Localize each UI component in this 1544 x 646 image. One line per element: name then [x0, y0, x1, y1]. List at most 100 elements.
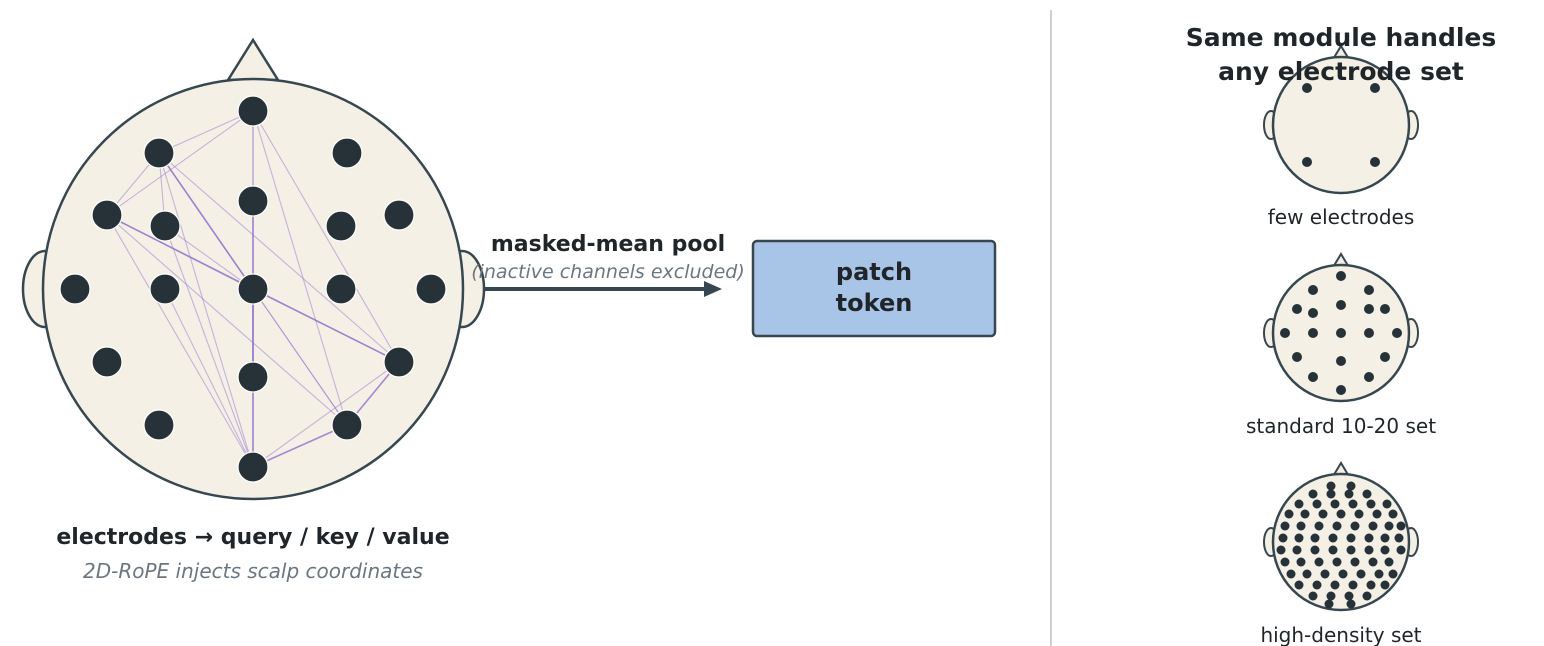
electrode	[1328, 545, 1338, 555]
electrode	[1354, 509, 1364, 519]
electrode	[1374, 569, 1384, 579]
electrode	[331, 137, 363, 169]
scalp	[1271, 472, 1411, 612]
electrode	[1346, 533, 1356, 543]
electrode	[1332, 521, 1342, 531]
electrode	[1312, 580, 1322, 590]
electrode	[383, 346, 415, 378]
electrode	[1384, 521, 1394, 531]
connection-line	[106, 214, 254, 468]
electrode	[1302, 157, 1312, 167]
electrode	[1314, 557, 1324, 567]
electrode	[1308, 285, 1318, 295]
connection-line	[164, 288, 254, 468]
electrode	[1372, 509, 1382, 519]
pool-arrow	[484, 281, 722, 297]
electrode	[1292, 352, 1302, 362]
electrode	[1356, 569, 1366, 579]
electrode	[1380, 545, 1390, 555]
electrode-group	[59, 95, 447, 483]
electrode	[237, 361, 269, 393]
electrode	[1362, 591, 1372, 601]
electrode	[149, 273, 181, 305]
main-head	[21, 37, 486, 501]
electrode	[1286, 569, 1296, 579]
electrode	[1344, 489, 1354, 499]
electrode	[1370, 157, 1380, 167]
electrode	[1308, 591, 1318, 601]
electrode	[91, 346, 123, 378]
electrode	[1370, 83, 1380, 93]
connection-line	[252, 361, 400, 468]
electrode	[1308, 308, 1318, 318]
electrode	[1296, 521, 1306, 531]
arrow-label-sub: (inactive channels excluded)	[471, 261, 745, 283]
electrode	[237, 95, 269, 127]
electrode	[1348, 499, 1358, 509]
electrode	[1330, 580, 1340, 590]
electrode	[1368, 521, 1378, 531]
electrode	[1332, 557, 1342, 567]
electrode	[1396, 545, 1406, 555]
electrode	[1310, 533, 1320, 543]
electrode	[1308, 328, 1318, 338]
electrode	[1278, 533, 1288, 543]
electrode	[1314, 521, 1324, 531]
electrode	[1382, 499, 1392, 509]
head-standard-10-20	[1263, 252, 1419, 403]
electrode	[1336, 356, 1346, 366]
left-caption-main: electrodes → query / key / value	[56, 525, 449, 550]
electrode	[1388, 509, 1398, 519]
electrode	[1380, 533, 1390, 543]
electrode	[1300, 509, 1310, 519]
head-few-electrodes	[1263, 44, 1419, 195]
electrode	[1292, 545, 1302, 555]
head-label-standard: standard 10-20 set	[1246, 414, 1436, 438]
electrode	[1324, 599, 1334, 609]
electrode	[1328, 533, 1338, 543]
electrode	[331, 409, 363, 441]
electrode	[1326, 489, 1336, 499]
electrode	[1284, 509, 1294, 519]
electrode	[237, 185, 269, 217]
connection-line	[164, 225, 254, 290]
patch-token-box	[751, 239, 997, 338]
electrode	[1380, 304, 1390, 314]
right-title-line1: Same module handles	[1186, 23, 1497, 52]
electrode	[1380, 580, 1390, 590]
electrode	[1364, 328, 1374, 338]
connection-line	[164, 225, 254, 468]
electrode	[237, 451, 269, 483]
electrode	[1336, 271, 1346, 281]
electrode	[1320, 569, 1330, 579]
electrode	[1310, 545, 1320, 555]
electrode	[1280, 521, 1290, 531]
electrode	[1336, 385, 1346, 395]
electrode	[1364, 372, 1374, 382]
token-label-line2: token	[836, 289, 913, 317]
electrode	[325, 210, 357, 242]
electrode	[1380, 352, 1390, 362]
electrode	[91, 199, 123, 231]
connection-line	[252, 110, 400, 363]
head-label-few: few electrodes	[1268, 205, 1415, 229]
electrode	[1364, 285, 1374, 295]
electrode	[1364, 545, 1374, 555]
electrode	[1336, 300, 1346, 310]
electrode	[1318, 509, 1328, 519]
electrode	[1348, 580, 1358, 590]
electrode	[237, 273, 269, 305]
connection-line	[158, 152, 254, 468]
electrode	[1346, 545, 1356, 555]
electrode	[1276, 545, 1286, 555]
electrode	[1292, 304, 1302, 314]
connection-line	[252, 288, 400, 363]
electrode	[1326, 591, 1336, 601]
connection-line	[106, 110, 254, 216]
electrode	[1294, 533, 1304, 543]
electrode	[1384, 557, 1394, 567]
electrode	[143, 137, 175, 169]
connection-line	[158, 152, 400, 363]
connection-line	[106, 214, 348, 426]
